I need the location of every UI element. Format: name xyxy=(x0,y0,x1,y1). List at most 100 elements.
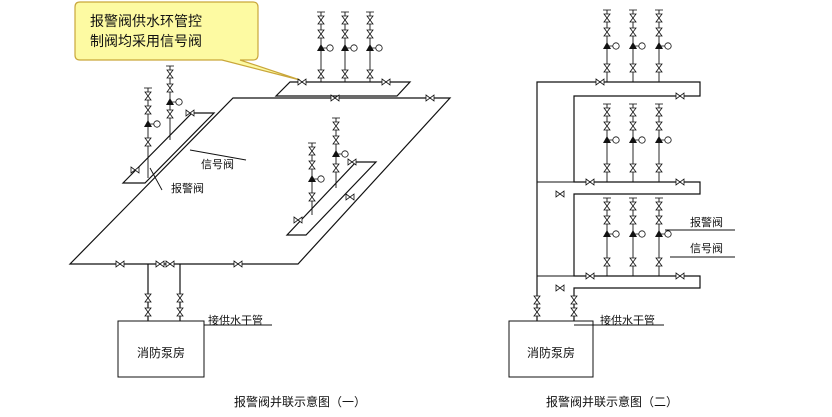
alarm-valve-icon xyxy=(332,150,340,157)
gate-valve-icon xyxy=(366,15,374,25)
gate-valve-icon xyxy=(603,107,611,117)
supply-main-label-2: 接供水干管 xyxy=(600,313,655,327)
pump-room-box xyxy=(117,320,205,378)
check-valve-icon xyxy=(155,260,165,268)
signal-valve-icon xyxy=(381,78,391,86)
supply-valve-icon xyxy=(176,293,184,303)
check-valve-icon xyxy=(165,260,175,268)
gate-valve-icon xyxy=(603,27,611,37)
main-loop-pipe xyxy=(68,97,452,265)
gate-valve-icon xyxy=(629,121,637,131)
alarm-valve-label: 报警阀 xyxy=(171,181,204,195)
gate-valve-icon xyxy=(603,163,611,173)
alarm-valve-icon xyxy=(603,136,611,143)
alarm-valve-icon xyxy=(629,136,637,143)
supply-valve-icon xyxy=(144,307,152,317)
alarm-valve-icon xyxy=(366,44,374,51)
gate-valve-icon xyxy=(655,215,663,225)
gate-valve-icon xyxy=(166,69,174,79)
supply-valve-icon xyxy=(570,307,578,317)
callout-line1: 报警阀供水环管控 xyxy=(90,14,202,30)
alarm-valve-label-2: 报警阀 xyxy=(690,215,723,229)
alarm-valve-icon xyxy=(629,42,637,49)
signal-valve-icon xyxy=(425,94,435,102)
pump-room-label: 消防泵房 xyxy=(137,345,185,360)
pressure-gauge-icon xyxy=(350,44,358,52)
pressure-gauge-icon xyxy=(638,136,646,144)
pressure-gauge-icon xyxy=(664,136,672,144)
signal-valve-icon xyxy=(345,193,355,201)
signal-valve-icon xyxy=(675,178,685,186)
gate-valve-icon xyxy=(629,63,637,73)
gate-valve-icon xyxy=(166,83,174,93)
signal-valve-icon xyxy=(347,158,357,166)
gate-valve-icon xyxy=(655,163,663,173)
gate-valve-icon xyxy=(317,15,325,25)
pressure-gauge-icon xyxy=(612,136,620,144)
pressure-gauge-icon xyxy=(175,98,183,106)
signal-valve-icon xyxy=(675,92,685,100)
alarm-valve-icon xyxy=(317,44,325,51)
alarm-valve-icon xyxy=(308,175,316,182)
pressure-gauge-icon xyxy=(638,42,646,50)
gate-valve-icon xyxy=(655,121,663,131)
gate-valve-icon xyxy=(629,257,637,267)
signal-valve-icon xyxy=(185,109,195,117)
signal-valve-icon xyxy=(130,166,140,174)
alarm-valve-icon xyxy=(603,42,611,49)
callout-bubble xyxy=(74,1,301,81)
right-main-outer xyxy=(536,81,701,322)
signal-valve-icon xyxy=(675,272,685,280)
alarm-valve-icon xyxy=(166,98,174,105)
alarm-valve-icon xyxy=(144,120,152,127)
gate-valve-icon xyxy=(603,201,611,211)
gate-valve-icon xyxy=(144,137,152,147)
supply-valve-icon xyxy=(533,307,541,317)
gate-valve-icon xyxy=(629,215,637,225)
alarm-valve-icon xyxy=(603,230,611,237)
gate-valve-icon xyxy=(166,109,174,119)
gate-valve-icon xyxy=(144,91,152,101)
gate-valve-icon xyxy=(629,27,637,37)
diagram-one: 消防泵房 信号阀 报警阀 接供水干管 报警阀并联示意图（一） xyxy=(68,12,452,409)
gate-valve-icon xyxy=(655,63,663,73)
gate-valve-icon xyxy=(308,160,316,170)
gate-valve-icon xyxy=(655,27,663,37)
valve-symbols xyxy=(115,9,685,317)
gate-valve-icon xyxy=(603,215,611,225)
gate-valve-icon xyxy=(629,13,637,23)
pressure-gauge-icon xyxy=(375,44,383,52)
gate-valve-icon xyxy=(655,107,663,117)
signal-valve-icon xyxy=(555,190,565,198)
gate-valve-icon xyxy=(629,107,637,117)
gate-valve-icon xyxy=(629,163,637,173)
gate-valve-icon xyxy=(655,201,663,211)
gate-valve-icon xyxy=(655,13,663,23)
supply-valve-icon xyxy=(144,293,152,303)
alarm-valve-icon xyxy=(341,44,349,51)
gate-valve-icon xyxy=(308,146,316,156)
branch-mid xyxy=(285,161,378,236)
gate-valve-icon xyxy=(629,201,637,211)
alarm-valve-icon xyxy=(655,136,663,143)
alarm-valve-icon xyxy=(629,230,637,237)
signal-valve-icon xyxy=(585,178,595,186)
alarm-valve-icon xyxy=(655,230,663,237)
signal-valve-icon xyxy=(293,216,303,224)
gate-valve-icon xyxy=(332,135,340,145)
pump-room-box-2 xyxy=(508,320,594,378)
gate-valve-icon xyxy=(366,29,374,39)
gate-valve-icon xyxy=(366,69,374,79)
signal-valve-icon xyxy=(595,78,605,86)
pressure-gauge-icon xyxy=(326,44,334,52)
mid-risers xyxy=(311,118,337,215)
alarm-valve-icon xyxy=(655,42,663,49)
signal-valve-icon xyxy=(555,284,565,292)
diagram-two: 消防泵房 报警阀 信号阀 接供水干管 报警阀并联示意图（二） xyxy=(508,10,735,409)
pressure-gauge-icon xyxy=(317,175,325,183)
pressure-gauge-icon xyxy=(612,42,620,50)
pressure-gauge-icon xyxy=(612,230,620,238)
gate-valve-icon xyxy=(603,121,611,131)
branch-left xyxy=(121,112,216,184)
